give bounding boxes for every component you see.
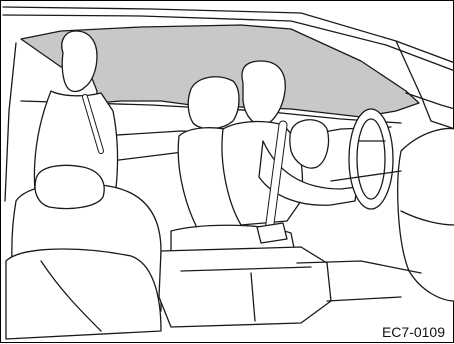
floor-line-2 <box>327 297 401 301</box>
center-console <box>159 247 331 327</box>
rear-seat-headrest <box>35 165 104 208</box>
b-pillar <box>5 43 16 201</box>
steering-wheel <box>349 109 393 209</box>
dashboard <box>398 129 454 301</box>
a-pillar <box>396 41 454 129</box>
figure-code: EC7-0109 <box>382 324 445 340</box>
rear-seat-cushion <box>6 249 161 339</box>
